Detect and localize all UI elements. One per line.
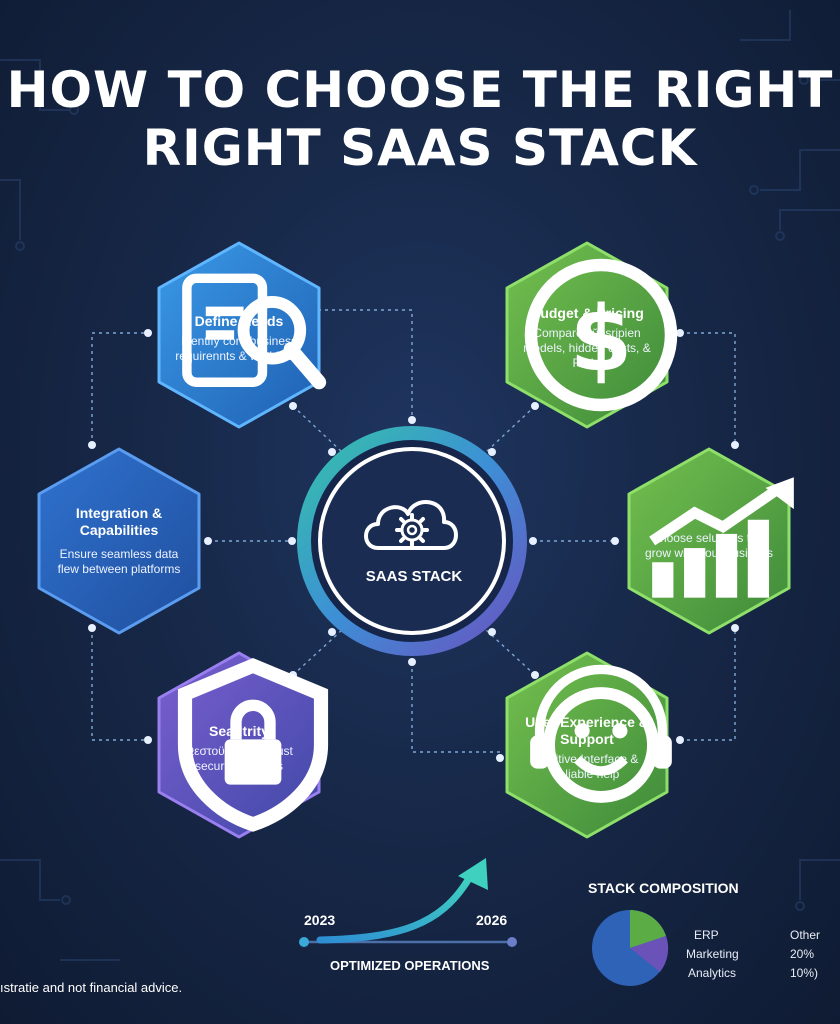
- disclaimer: ıstratie and not financial advice.: [0, 980, 183, 995]
- cloud-gear-icon: [356, 482, 468, 562]
- hex-budget-pricing: $ Budget & Pricing Compare sŭesripien mo…: [502, 240, 678, 430]
- timeline-start-year: 2023: [304, 912, 336, 928]
- hex-desc: Ensure seamless data flew between platfo…: [57, 547, 181, 576]
- center-label: SAAS STACK: [365, 568, 463, 585]
- composition-title: STACK COMPOSITION: [588, 880, 739, 896]
- hex-security: Seadtrity Ώεστοϋετ wih rebust security f…: [154, 650, 329, 840]
- hex-desc: Choose selutions that grow with your bus…: [644, 531, 774, 560]
- hex-user-experience: User Experience & Support Intuitive Inte…: [502, 650, 672, 840]
- composition-value-2: 10%): [790, 966, 819, 980]
- svg-text:$: $: [570, 287, 633, 392]
- composition-pie: [592, 910, 669, 986]
- composition-value-1: 20%: [790, 947, 815, 961]
- composition-value-0: Other: [790, 928, 821, 942]
- hex-integration: Integration & Capabilities Ensure seamle…: [34, 446, 204, 636]
- hex-desc: Compare sŭesripien models, hidden costs,…: [523, 326, 651, 370]
- hex-title: Integration & Capabilities: [75, 505, 163, 538]
- hex-define-needs: Define Needs Identify core business requ…: [154, 240, 327, 430]
- composition-label-erp: ERP: [694, 928, 719, 942]
- page-title-line2: RIGHT SAAS STACK: [142, 119, 698, 177]
- timeline-label: OPTIMIZED OPERATIONS: [330, 958, 490, 973]
- composition-label-analytics: Analytics: [688, 966, 737, 980]
- timeline-end-year: 2026: [476, 912, 508, 928]
- hex-title: Budget & Pricing: [530, 305, 644, 321]
- hex-scalability: Choose selutions that grow with your bus…: [624, 446, 794, 636]
- composition-label-marketing: Marketing: [686, 947, 739, 961]
- page-title-line1: HOW TO CHOOSE THE RIGHT: [6, 61, 834, 119]
